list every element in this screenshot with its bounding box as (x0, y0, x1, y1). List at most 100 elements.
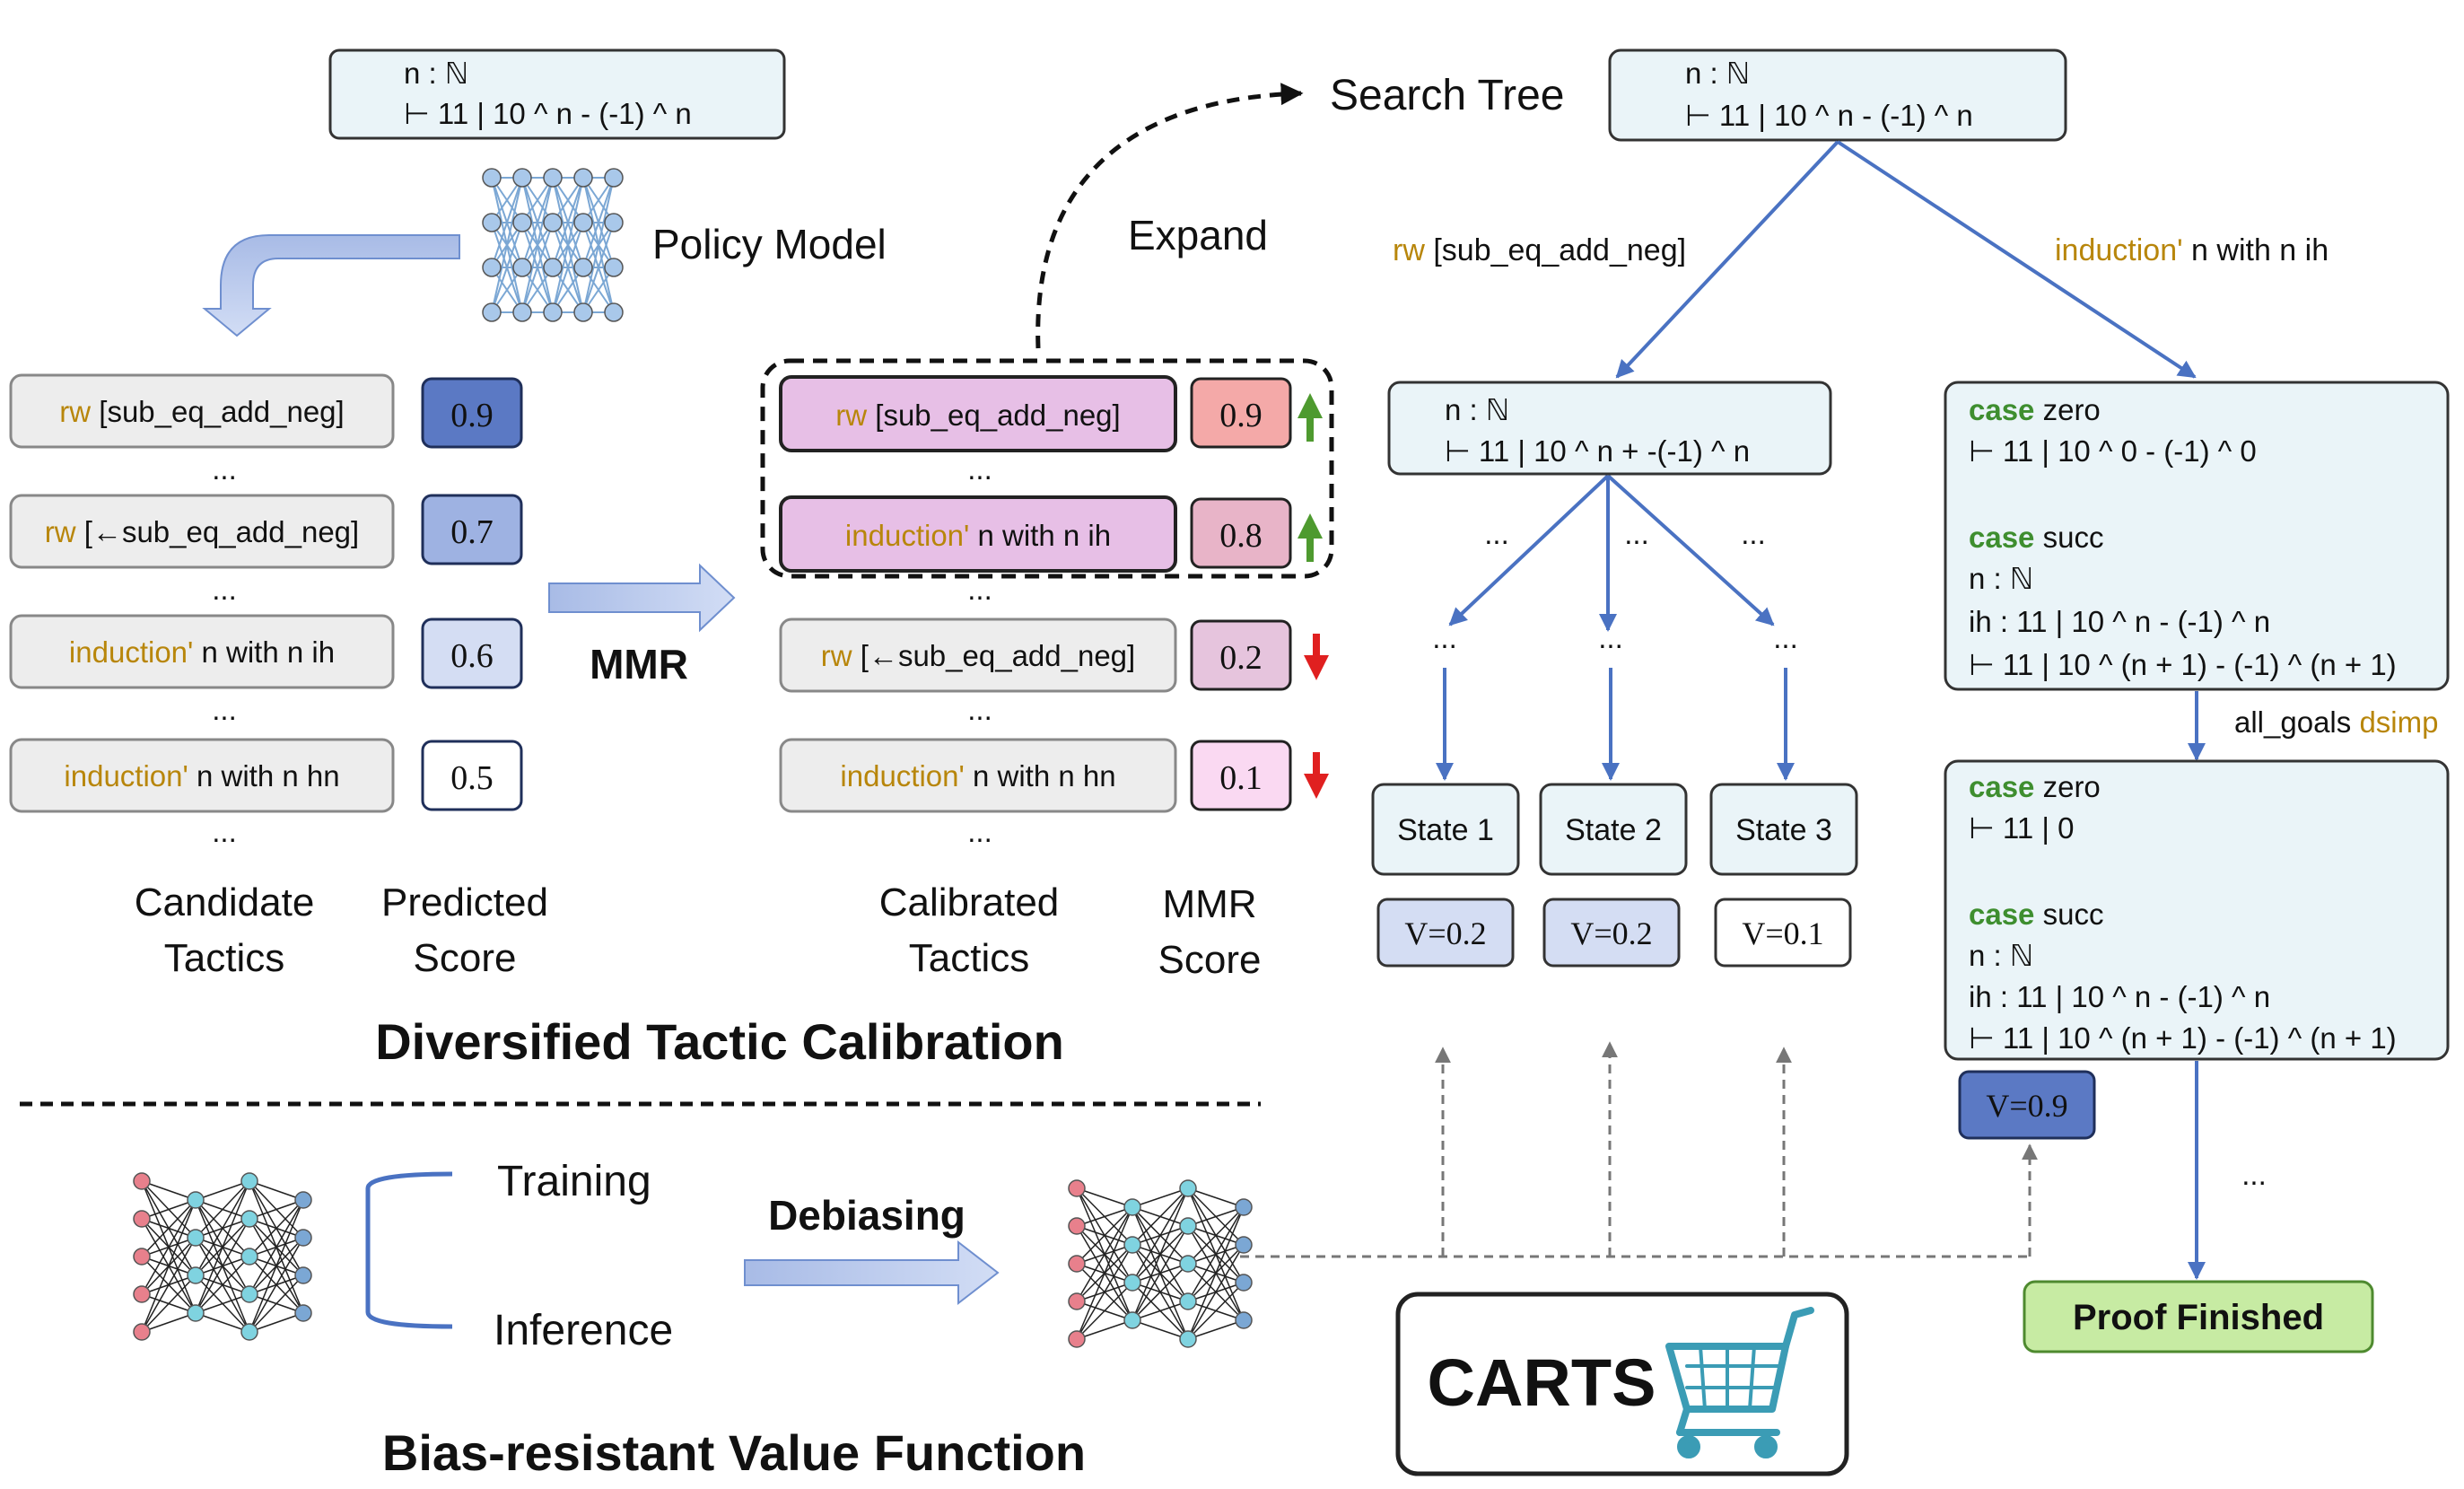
policy-network-icon (482, 168, 624, 322)
network-edge (195, 1256, 250, 1314)
network-edge (141, 1312, 197, 1333)
network-edge (1076, 1187, 1133, 1208)
network-node (543, 258, 563, 277)
network-edge (521, 177, 554, 268)
tactic-args: [sub_eq_add_neg] (867, 399, 1121, 432)
network-node (133, 1285, 151, 1303)
state-node-2: State 2 (1539, 783, 1688, 876)
tactic-keyword: induction' (69, 635, 193, 669)
network-edge (491, 177, 523, 313)
mmr-label: MMR (590, 641, 688, 688)
search-tree-title: Search Tree (1330, 72, 1564, 119)
score-value: 0.7 (450, 513, 494, 551)
network-edge (1187, 1319, 1245, 1340)
mmr-score-label-line1: MMR (1162, 882, 1256, 926)
candidate-tactic-1: rw [←sub_eq_add_neg] (9, 494, 395, 569)
network-node (240, 1210, 258, 1228)
network-node (1235, 1311, 1253, 1329)
root-line1: n : ℕ (1685, 57, 1750, 90)
right-edge-label: induction' n with n ih (2055, 233, 2329, 267)
mid-edge-label: all_goals dsimp (2234, 705, 2438, 739)
ellipsis: ... (967, 573, 992, 606)
root-node: n : ℕ ⊢ 11 | 10 ^ n - (-1) ^ n (1608, 48, 2067, 142)
predicted-score-2: 0.6 (421, 617, 523, 689)
svg-text:induction' n with n hn: induction' n with n hn (840, 759, 1115, 793)
network-node (573, 168, 593, 188)
mmr-score-1: 0.8 (1190, 497, 1292, 569)
predicted-label-line1: Predicted (381, 880, 548, 924)
network-node (1235, 1198, 1253, 1216)
ellipsis: ... (967, 452, 992, 486)
network-edge (249, 1312, 304, 1333)
network-edge (249, 1274, 304, 1333)
network-edge (141, 1199, 197, 1333)
network-edge (141, 1237, 197, 1333)
network-node (573, 213, 593, 232)
network-node (1179, 1179, 1197, 1197)
goal-line: ⊢ 11 | 10 ^ (n + 1) - (-1) ^ (n + 1) (1969, 648, 2397, 681)
mmr-score-label-line2: Score (1158, 938, 1262, 982)
score-value: 0.6 (450, 637, 494, 675)
network-node (1235, 1236, 1253, 1254)
network-edge (1132, 1187, 1189, 1283)
candidate-tactic-2: induction' n with n ih (9, 614, 395, 689)
network-edge (1187, 1282, 1245, 1340)
svg-text:case succ: case succ (1969, 521, 2103, 554)
state-node-1: State 1 (1371, 783, 1520, 876)
score-value: 0.1 (1219, 759, 1263, 797)
tactic-keyword: induction' (845, 519, 969, 552)
network-node (482, 302, 502, 322)
svg-text:rw [←sub_eq_add_neg]: rw [←sub_eq_add_neg] (821, 639, 1135, 672)
case-name: zero (2034, 770, 2100, 803)
right-grandchild-node: case zero ⊢ 11 | 0 case succ n : ℕ ih : … (1944, 759, 2450, 1061)
case-keyword: case (1969, 898, 2034, 931)
network-node (573, 302, 593, 322)
network-edge (1187, 1206, 1245, 1340)
network-edge (249, 1237, 304, 1333)
left-edge-label: rw [sub_eq_add_neg] (1393, 233, 1686, 267)
network-edge (552, 177, 584, 313)
network-node (1123, 1236, 1141, 1254)
network-edge (1076, 1206, 1133, 1227)
svg-text:induction' n with n ih: induction' n with n ih (845, 519, 1111, 552)
network-edge (249, 1199, 304, 1220)
calibrated-label-line2: Tactics (909, 936, 1029, 980)
predicted-label-line2: Score (414, 936, 517, 980)
left-child-line2: ⊢ 11 | 10 ^ n + -(-1) ^ n (1445, 434, 1750, 468)
network-edge (1076, 1206, 1133, 1340)
inference-label: Inference (494, 1307, 673, 1354)
hypothesis-line: n : ℕ (1969, 939, 2033, 972)
network-edge (521, 222, 554, 313)
state-value-1: V=0.2 (1376, 898, 1515, 968)
svg-text:case zero: case zero (1969, 393, 2101, 426)
value-text: V=0.2 (1570, 915, 1652, 951)
network-node (294, 1191, 312, 1209)
state-node-3: State 3 (1709, 783, 1858, 876)
network-node (512, 213, 532, 232)
input-goal-line2: ⊢ 11 | 10 ^ n - (-1) ^ n (404, 97, 692, 130)
score-value: 0.5 (450, 759, 494, 797)
network-node (187, 1229, 205, 1247)
network-edge (582, 177, 615, 268)
case-name: succ (2034, 521, 2103, 554)
carts-logo: CARTS (1395, 1292, 1849, 1476)
ellipsis: ... (1624, 517, 1649, 550)
ellipsis: ... (212, 452, 237, 486)
network-edge (1076, 1206, 1133, 1265)
network-node (512, 168, 532, 188)
network-edge (1076, 1282, 1133, 1340)
network-edge (1132, 1301, 1189, 1321)
ellipsis: ... (1741, 517, 1766, 550)
debiasing-arrow (744, 1239, 1000, 1306)
network-node (482, 168, 502, 188)
mmr-score-3: 0.1 (1190, 740, 1292, 811)
network-node (240, 1248, 258, 1266)
network-node (1179, 1292, 1197, 1310)
ellipsis: ... (1432, 621, 1457, 654)
network-edge (1187, 1187, 1245, 1208)
network-edge (195, 1312, 250, 1333)
network-edge (1187, 1206, 1245, 1227)
network-edge (195, 1180, 250, 1239)
expand-label: Expand (1128, 212, 1268, 258)
up-arrow-icon (1298, 513, 1323, 562)
